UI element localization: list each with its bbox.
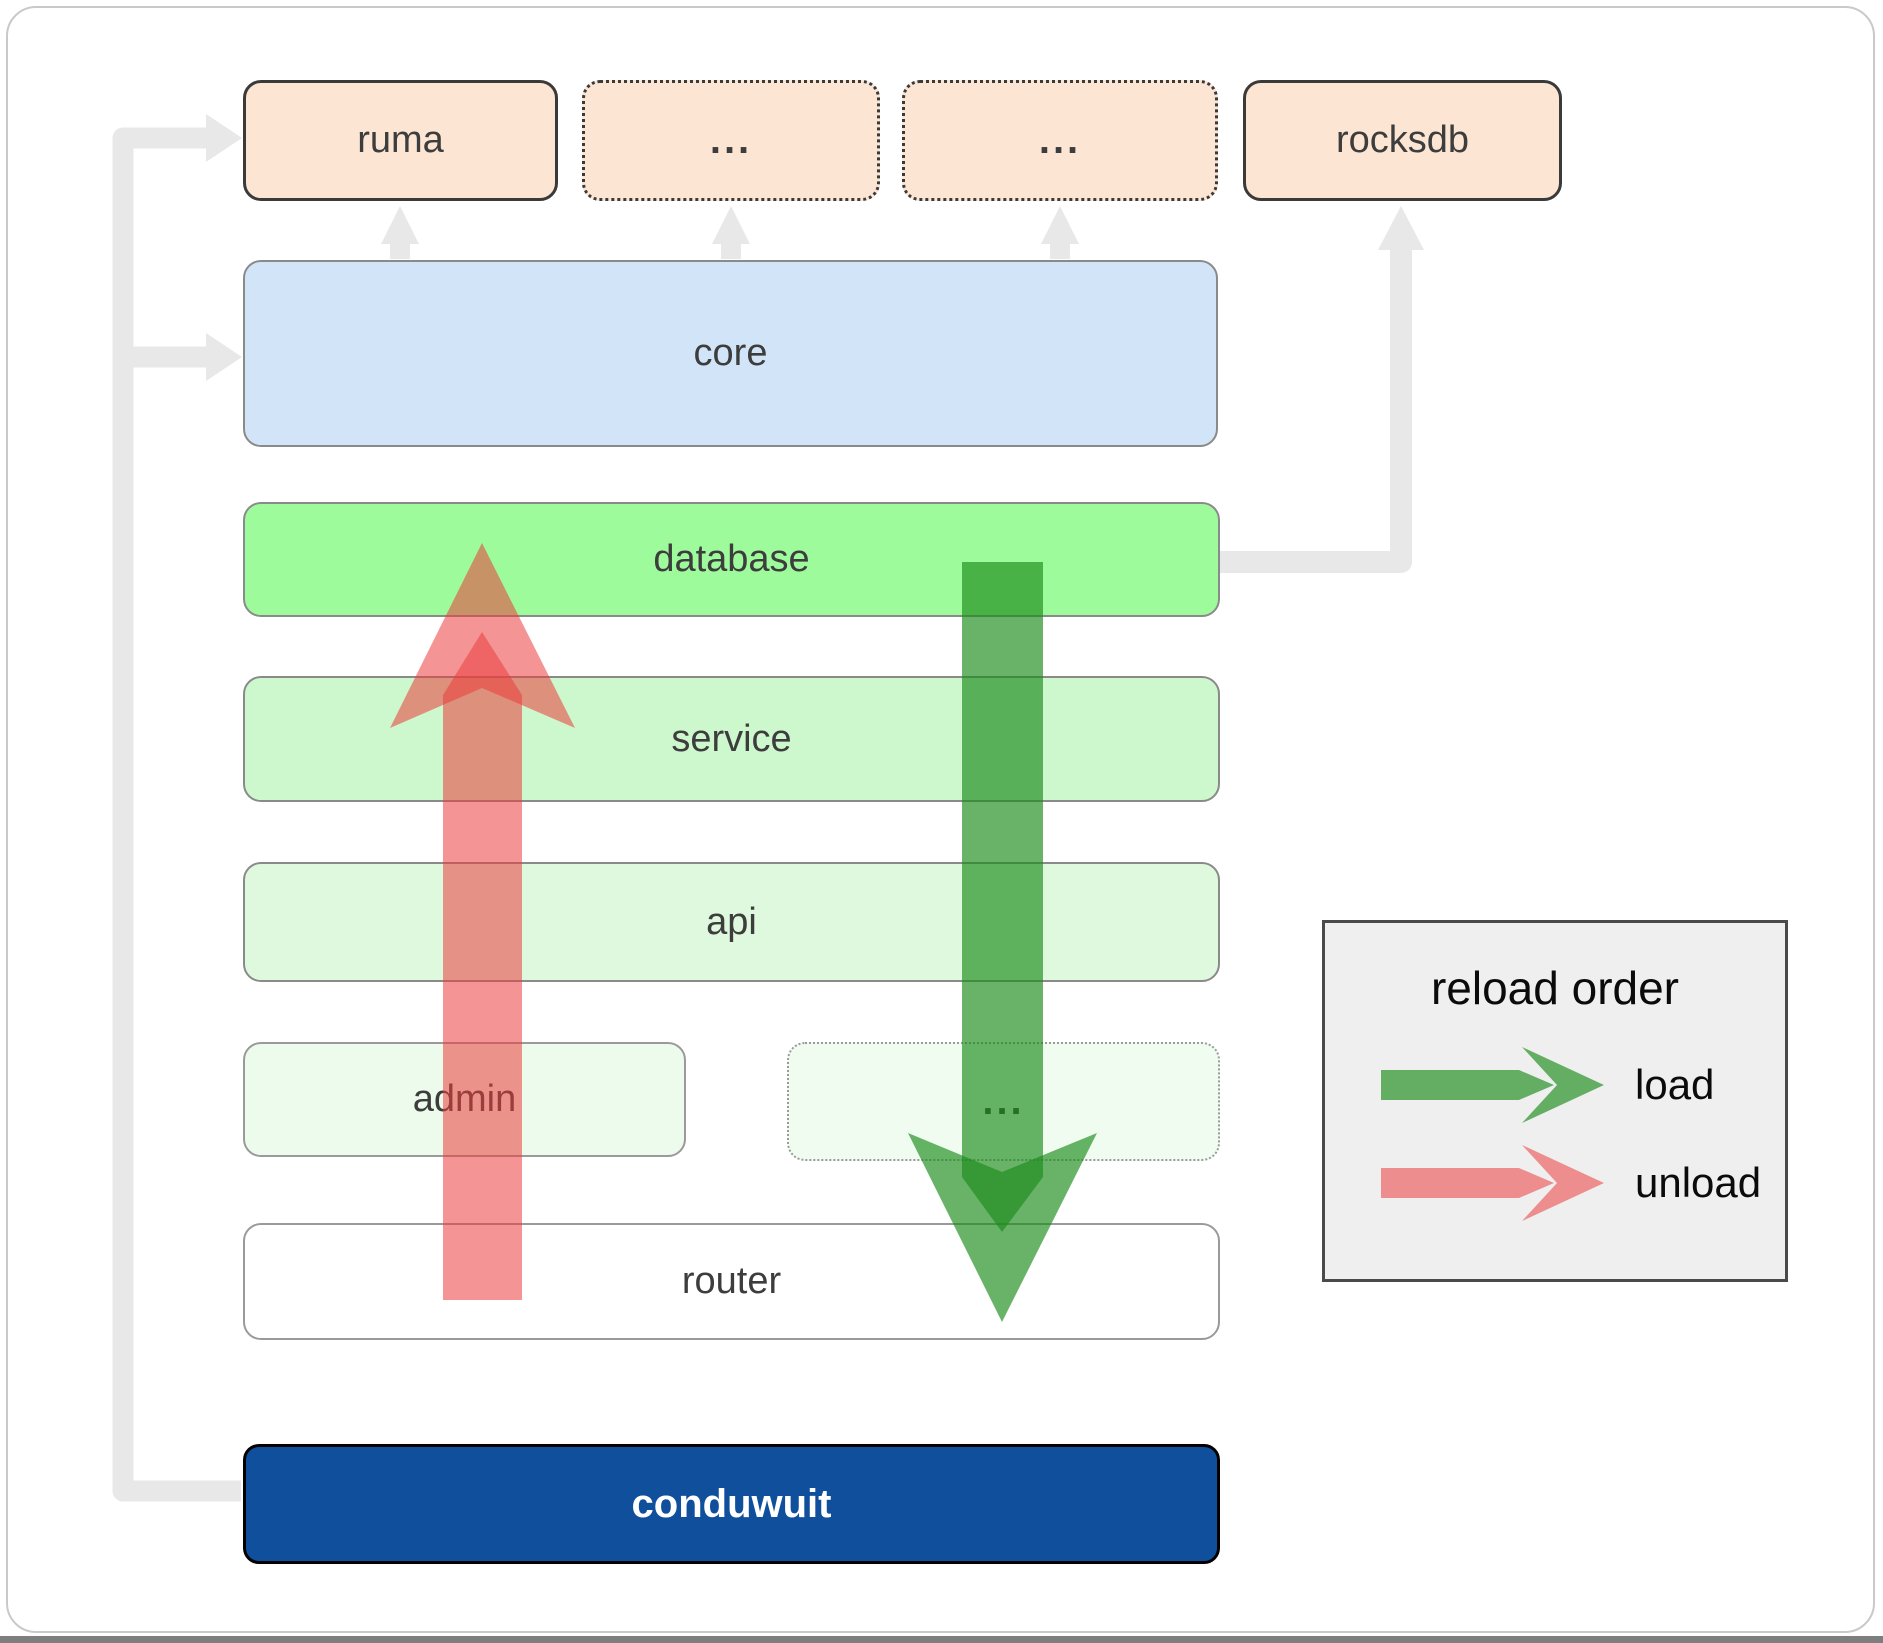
outer-border: [6, 6, 1875, 1633]
window-bottom-edge: [0, 1636, 1883, 1643]
node-router-label: router: [681, 1260, 782, 1302]
node-core-label: core: [693, 332, 768, 374]
node-admin-more: ...: [787, 1042, 1220, 1161]
node-conduwuit: conduwuit: [243, 1444, 1220, 1564]
load-arrow-icon: [1381, 1047, 1604, 1123]
node-api: api: [243, 862, 1220, 982]
node-core: core: [243, 260, 1218, 447]
node-ruma: ruma: [243, 80, 558, 201]
node-admin-more-label: ...: [982, 1079, 1025, 1123]
legend: reload order load unload: [1322, 920, 1788, 1282]
node-dependency-a: ...: [582, 80, 880, 201]
unload-arrow-icon: [1381, 1145, 1604, 1221]
node-admin-label: admin: [412, 1078, 517, 1120]
node-dependency-b: ...: [902, 80, 1218, 201]
node-service: service: [243, 676, 1220, 802]
legend-item-unload: unload: [1361, 1137, 1761, 1229]
node-rocksdb-label: rocksdb: [1335, 119, 1470, 161]
legend-title: reload order: [1430, 962, 1680, 1014]
node-rocksdb: rocksdb: [1243, 80, 1562, 201]
node-ruma-label: ruma: [357, 119, 444, 161]
node-database-label: database: [653, 538, 810, 580]
legend-label-load: load: [1635, 1061, 1715, 1108]
node-api-label: api: [706, 900, 757, 943]
legend-label-unload: unload: [1635, 1159, 1762, 1206]
legend-item-load: load: [1361, 1039, 1714, 1131]
node-conduwuit-label: conduwuit: [631, 1481, 832, 1526]
node-admin: admin: [243, 1042, 686, 1157]
node-service-label: service: [671, 717, 792, 760]
node-database: database: [243, 502, 1220, 617]
node-dependency-b-label: ...: [1038, 118, 1082, 162]
node-dependency-a-label: ...: [709, 118, 753, 162]
node-router: router: [243, 1223, 1220, 1340]
